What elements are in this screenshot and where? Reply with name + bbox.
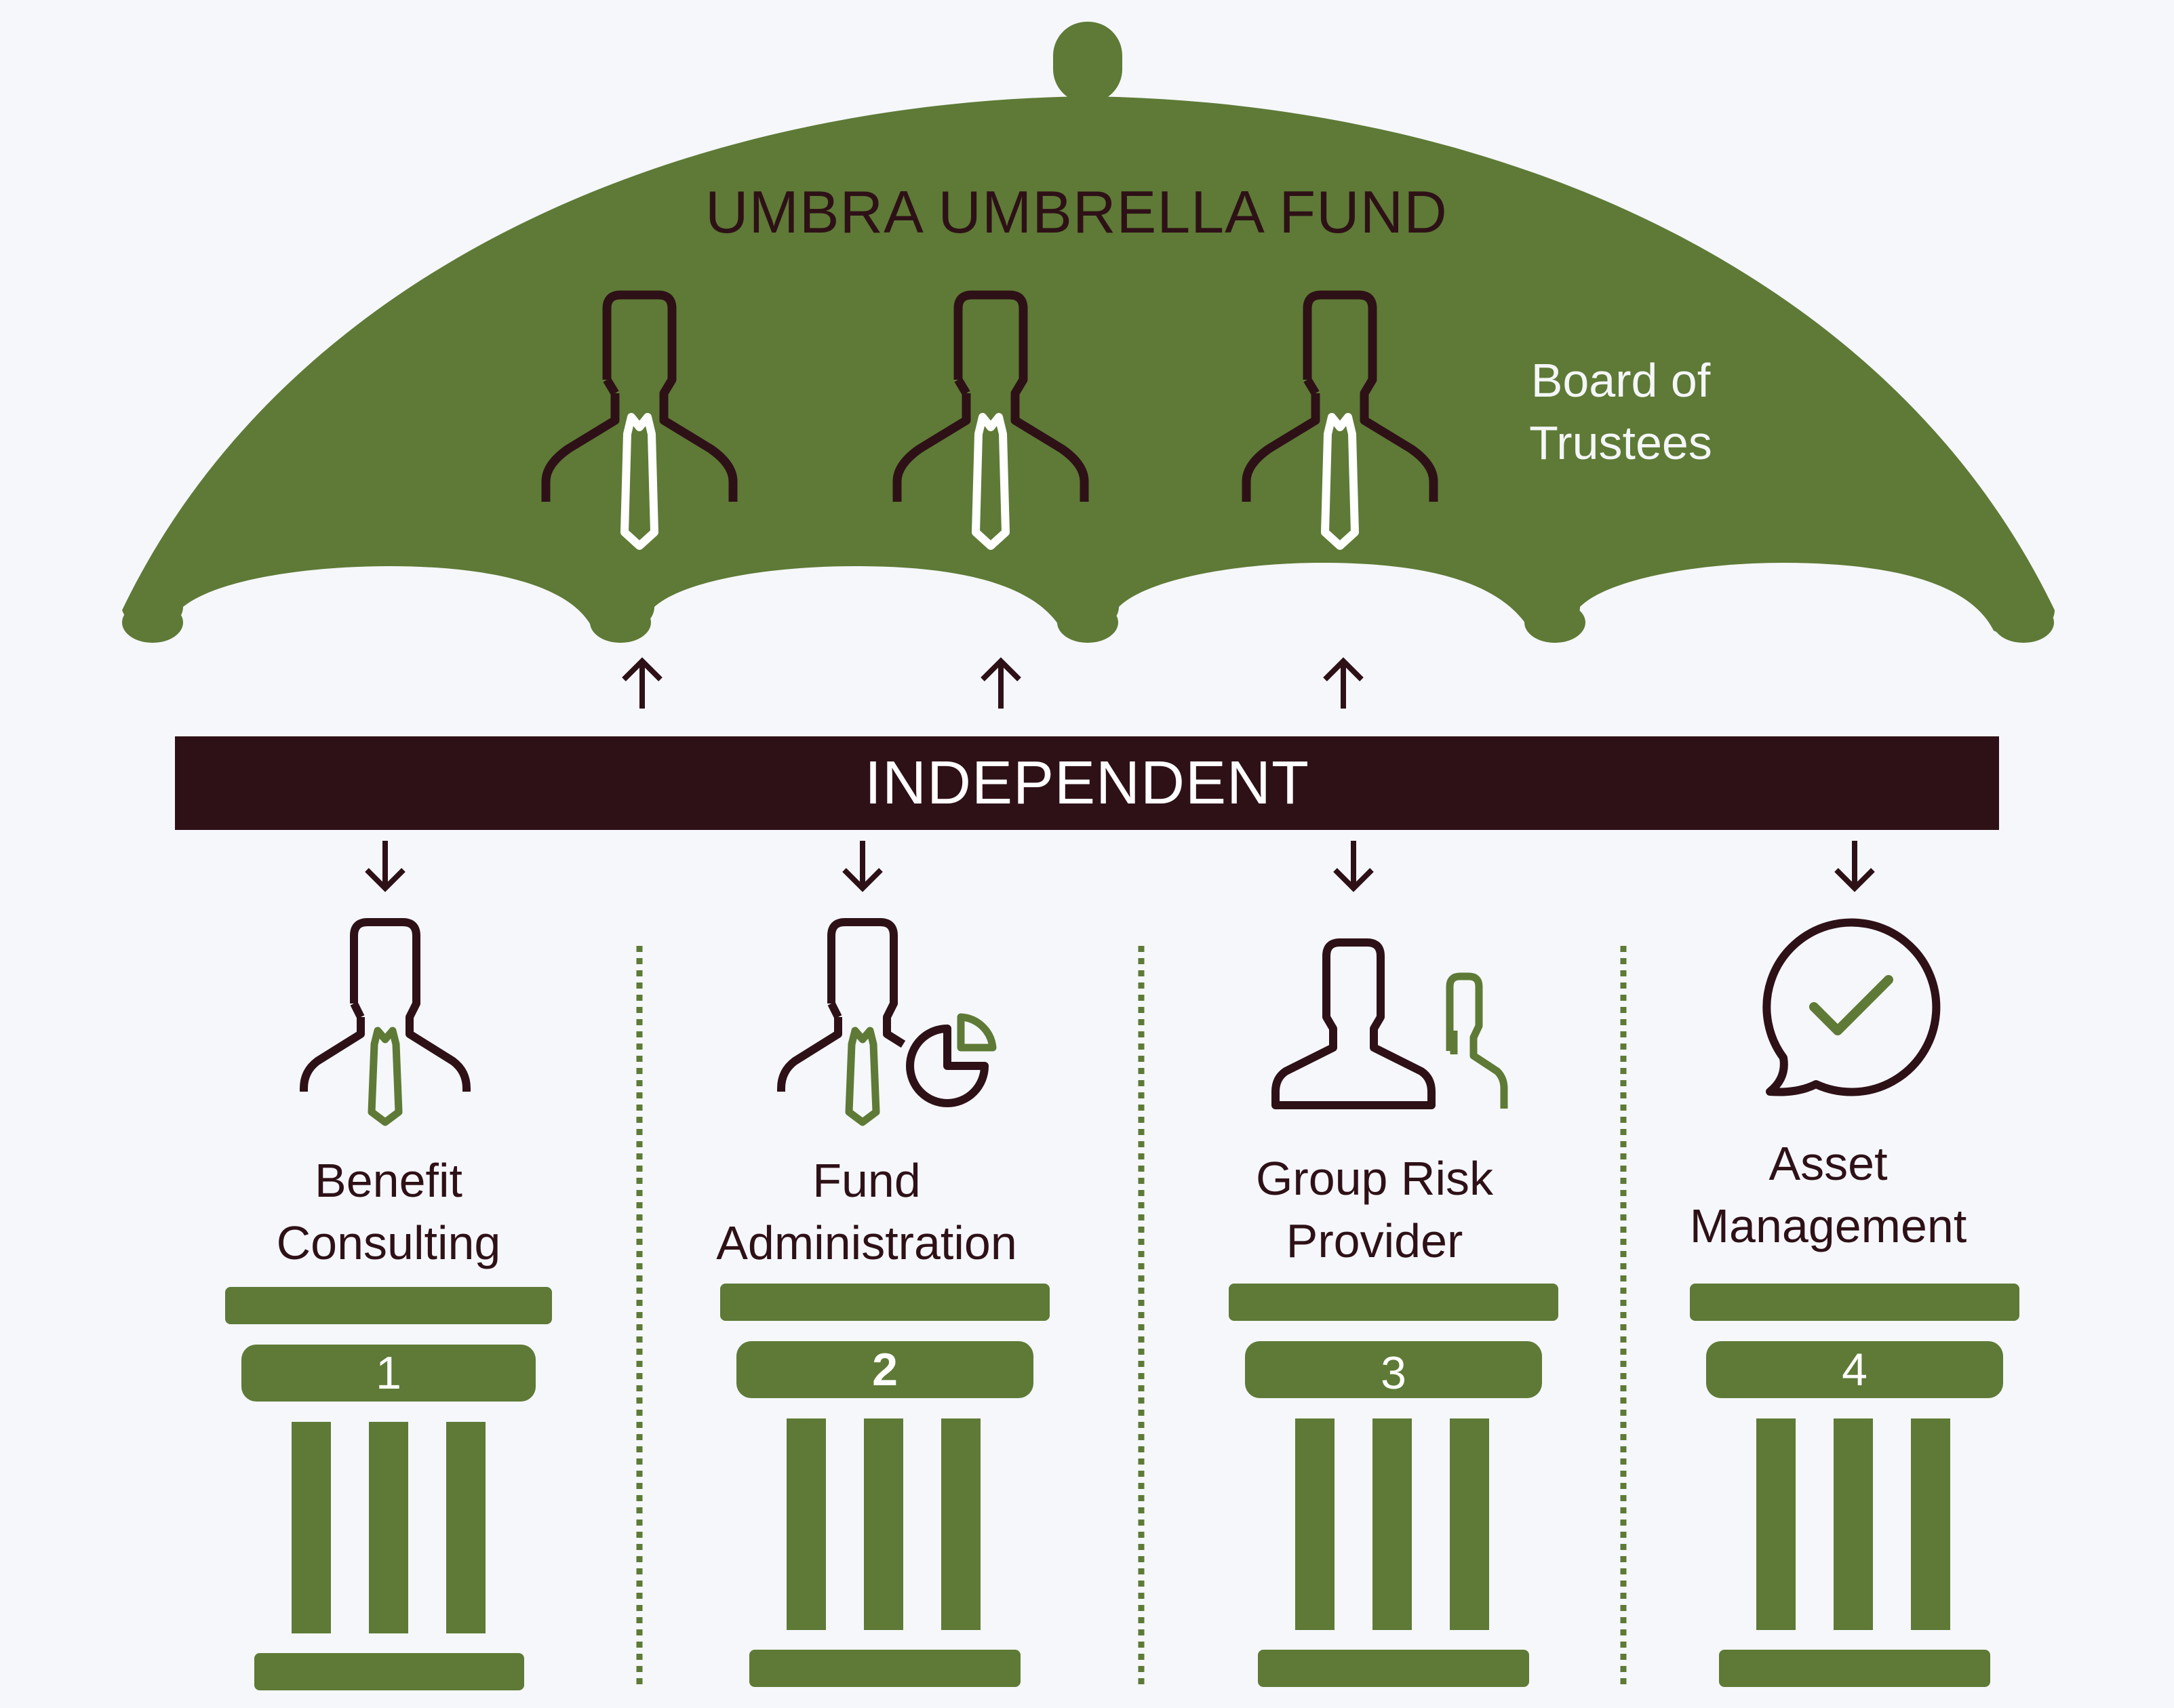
pillar-column [1911,1418,1950,1630]
trustee-icon [1242,290,1438,550]
canopy-tip [1993,602,2054,643]
pillar-number: 2 [872,1344,898,1395]
pillar-label-asset-management: Asset Management [1618,1132,2038,1257]
pillar-4 [1690,1284,2019,1687]
arrow-down-icon [842,841,883,892]
pillar-column [446,1422,486,1633]
consultant-icon [300,918,471,1126]
pillar-2 [720,1284,1050,1687]
pillar-base [1719,1650,1990,1687]
arrow-up-icon [981,657,1021,709]
pillar-column [1372,1418,1412,1630]
pillar-label-line: Group Risk [1255,1152,1494,1205]
board-of-trustees-label: Board of Trustees [1529,354,1712,469]
pillar-number: 3 [1381,1347,1406,1399]
pillar-label-line: Asset [1768,1137,1888,1190]
pillar-1 [225,1287,552,1690]
pillar-label-fund-administration: Fund Administration [656,1149,1077,1274]
independent-label: INDEPENDENT [864,749,1310,817]
group-icon [1271,938,1508,1109]
pillar-number: 4 [1842,1344,1867,1395]
pillar-base [1258,1650,1529,1687]
pillar-3 [1229,1284,1558,1687]
pillar-column [1450,1418,1489,1630]
pillar-label-benefit-consulting: Benefit Consulting [178,1149,599,1274]
pillar-capital [1706,1341,2003,1398]
pillar-number: 1 [376,1347,401,1399]
canopy-tip [122,602,183,643]
pillar-column [292,1422,331,1633]
pillar-label-group-risk-provider: Group Risk Provider [1164,1147,1585,1272]
umbrella-canopy [122,96,2055,637]
pillar-capital [241,1345,536,1402]
arrow-down-icon [1333,841,1374,892]
umbrella-handle-top [1053,22,1122,103]
arrow-down-icon [1834,841,1875,892]
arrow-up-icon [622,657,663,709]
trustee-icon [892,290,1089,550]
fund-title: UMBRA UMBRELLA FUND [705,178,1448,245]
pillar-base [254,1653,524,1690]
pillar-capital [736,1341,1033,1398]
pillar-cap [225,1287,552,1324]
pillar-capital [1245,1341,1542,1398]
pillar-label-line: Administration [716,1216,1017,1269]
pillar-column [1756,1418,1796,1630]
pillar-label-line: Benefit [315,1154,462,1207]
independent-bar: INDEPENDENT [175,736,1999,830]
pillar-label-line: Consulting [276,1216,501,1269]
trustee-icon [541,290,738,550]
pillar-label-line: Provider [1286,1214,1463,1267]
pillar-label-line: Fund [812,1154,921,1207]
pillar-column [369,1422,408,1633]
umbrella [122,22,2055,643]
canopy-tip [590,602,651,643]
canopy-tip [1524,602,1585,643]
administrator-pie-chart-icon [777,918,997,1126]
pillar-label-line: Management [1689,1199,1967,1252]
pillar-cap [720,1284,1050,1321]
pillar-column [1834,1418,1873,1630]
pillar-column [864,1418,903,1630]
chat-checkmark-icon [1762,918,1941,1096]
pillar-column [787,1418,826,1630]
canopy-tip [1057,602,1118,643]
arrow-up-icon [1323,657,1364,709]
pillar-column [1295,1418,1335,1630]
pillar-cap [1229,1284,1558,1321]
pillar-base [749,1650,1021,1687]
pillar-column [941,1418,981,1630]
arrow-down-icon [365,841,406,892]
pillar-cap [1690,1284,2019,1321]
